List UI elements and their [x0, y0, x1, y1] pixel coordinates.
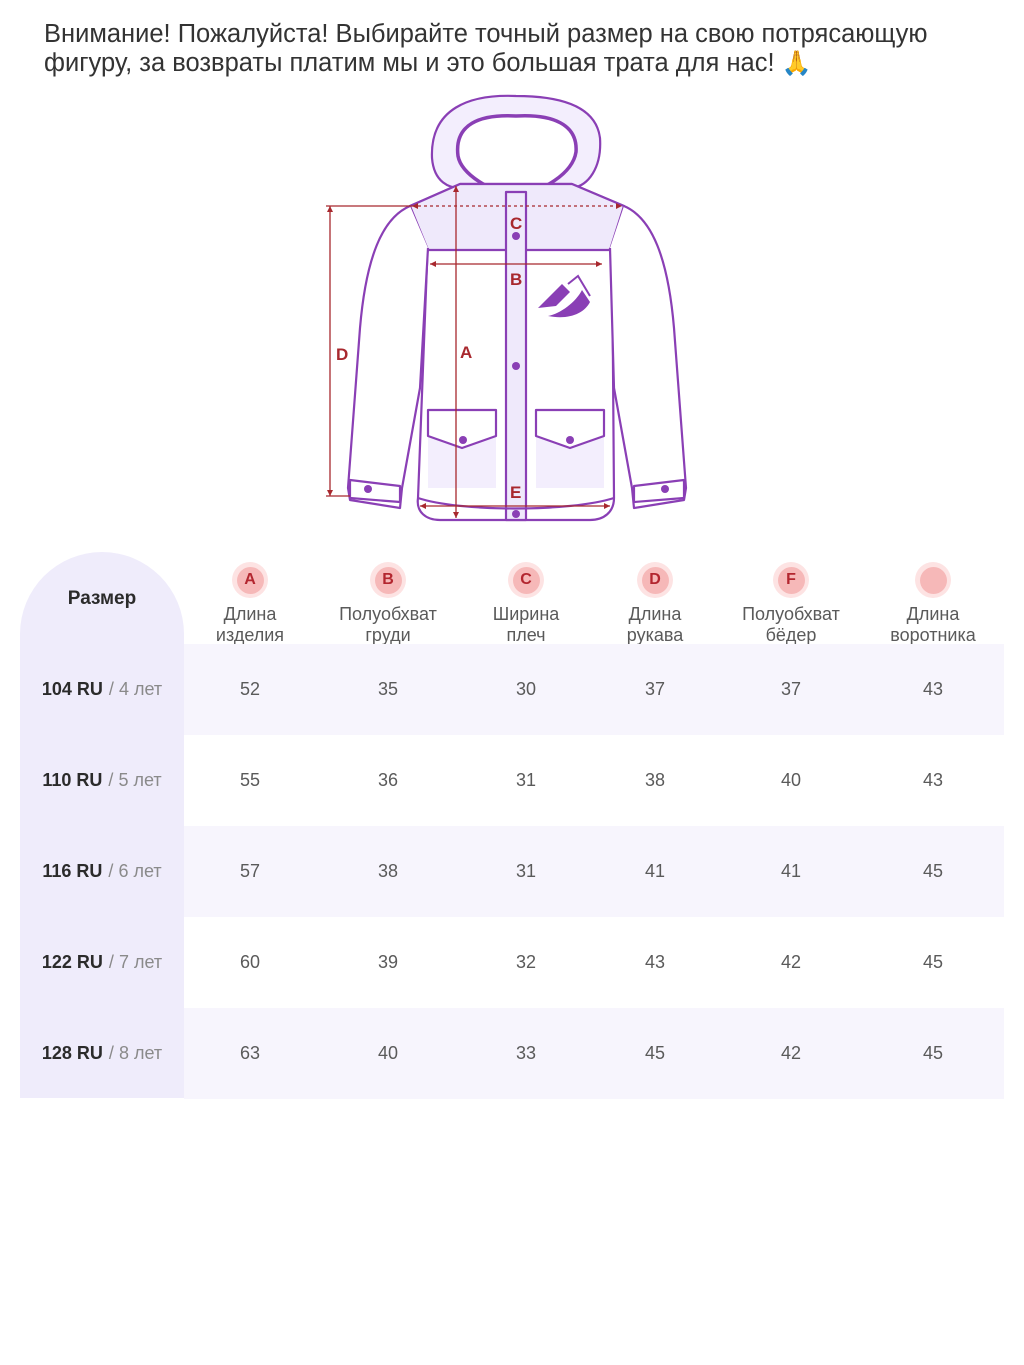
row-size-label: 116 RU/6 лет	[42, 861, 162, 881]
badge-letter: D	[641, 566, 669, 594]
notice-message: Внимание! Пожалуйста! Выбирайте точный р…	[44, 20, 928, 77]
row-size-label: 104 RU/4 лет	[41, 679, 163, 699]
row-size-label: 128 RU/8 лет	[41, 1043, 163, 1063]
column-label: изделия	[215, 625, 285, 645]
size-column-background	[20, 552, 184, 1098]
table-cell: 41	[780, 861, 802, 881]
table-cell: 45	[922, 861, 944, 881]
table-cell: 32	[515, 952, 537, 972]
label-c: C	[510, 214, 522, 233]
column-label: груди	[365, 625, 411, 645]
badge-letter	[919, 566, 947, 594]
table-cell: 35	[377, 679, 399, 699]
column-label: плеч	[506, 625, 546, 645]
table-cell: 57	[239, 861, 261, 881]
brand-logo-icon	[538, 274, 591, 318]
table-cell: 55	[239, 770, 261, 790]
table-cell: 37	[644, 679, 666, 699]
table-cell: 38	[644, 770, 666, 790]
table-cell: 60	[239, 952, 261, 972]
table-cell: 63	[239, 1043, 261, 1063]
badge-icon	[915, 562, 951, 598]
table-cell: 31	[515, 861, 537, 881]
table-cell: 40	[780, 770, 802, 790]
table-cell: 43	[922, 679, 944, 699]
column-label: Полуобхват	[742, 604, 840, 624]
table-cell: 42	[780, 1043, 802, 1063]
table-cell: 37	[780, 679, 802, 699]
column-label: бёдер	[765, 625, 817, 645]
label-d: D	[336, 345, 348, 364]
table-cell: 45	[644, 1043, 666, 1063]
badge-letter: B	[374, 566, 402, 594]
label-e: E	[510, 483, 521, 502]
row-size-label: 110 RU/5 лет	[42, 770, 162, 790]
column-label: рукава	[626, 625, 684, 645]
badge-icon: F	[773, 562, 809, 598]
label-b: B	[510, 270, 522, 289]
column-label: Длина	[223, 604, 277, 624]
table-cell: 52	[239, 679, 261, 699]
column-label: Длина	[906, 604, 960, 624]
notice-text: Внимание! Пожалуйста! Выбирайте точный р…	[44, 20, 1004, 78]
table-row-bg	[184, 826, 1004, 917]
table-cell: 39	[377, 952, 399, 972]
column-label: Длина	[628, 604, 682, 624]
table-cell: 45	[922, 952, 944, 972]
table-cell: 41	[644, 861, 666, 881]
table-cell: 45	[922, 1043, 944, 1063]
label-a: A	[460, 343, 472, 362]
badge-letter: F	[777, 566, 805, 594]
table-cell: 31	[515, 770, 537, 790]
badge-letter: A	[236, 566, 264, 594]
table-cell: 33	[515, 1043, 537, 1063]
table-cell: 38	[377, 861, 399, 881]
praying-hands-icon: 🙏	[781, 50, 812, 77]
row-size-label: 122 RU/7 лет	[41, 952, 163, 972]
table-cell: 43	[644, 952, 666, 972]
table-cell: 36	[377, 770, 399, 790]
column-label: воротника	[890, 625, 976, 645]
jacket-diagram: C B A D E	[320, 88, 700, 528]
table-cell: 30	[515, 679, 537, 699]
table-cell: 43	[922, 770, 944, 790]
table-cell: 42	[780, 952, 802, 972]
column-label: Ширина	[492, 604, 560, 624]
table-row-bg	[184, 1008, 1004, 1099]
size-column-header: Размер	[67, 588, 137, 609]
table-row-bg	[184, 644, 1004, 735]
badge-icon: D	[637, 562, 673, 598]
badge-icon: C	[508, 562, 544, 598]
badge-letter: C	[512, 566, 540, 594]
column-label: Полуобхват	[339, 604, 437, 624]
badge-icon: B	[370, 562, 406, 598]
jacket-icon: C B A D E	[326, 94, 688, 522]
badge-icon: A	[232, 562, 268, 598]
table-cell: 40	[377, 1043, 399, 1063]
